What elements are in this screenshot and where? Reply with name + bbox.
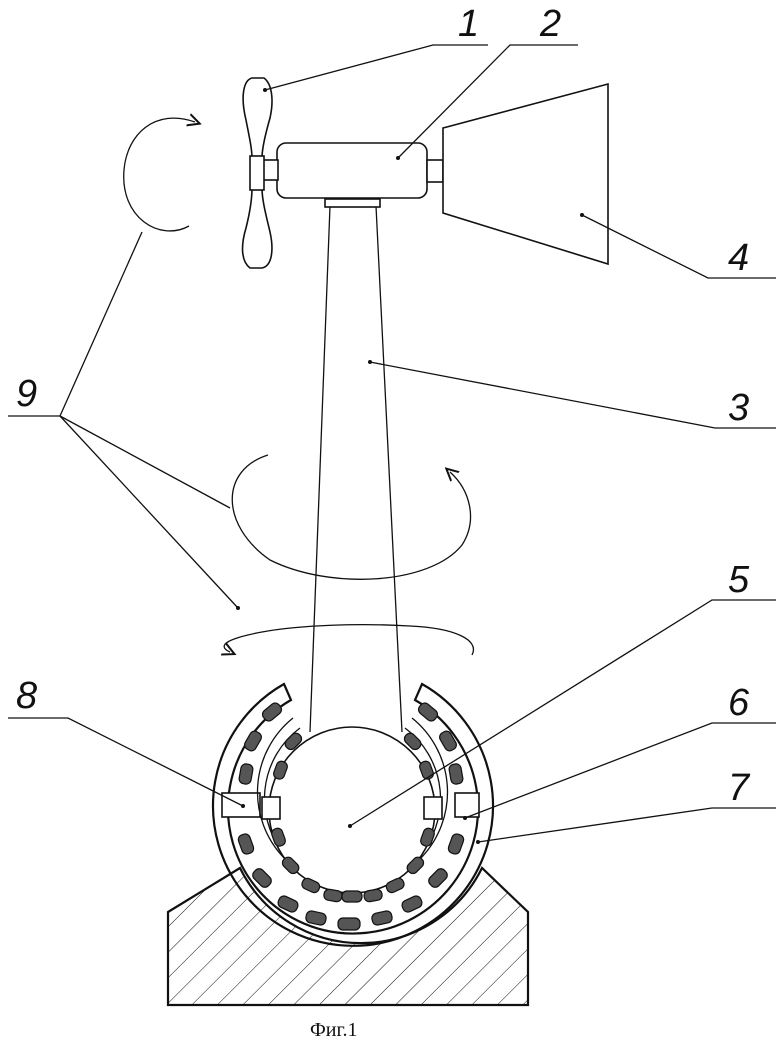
label-5: 5: [728, 559, 750, 601]
label-1: 1: [458, 3, 479, 45]
label-2: 2: [539, 3, 561, 45]
rotation-arrows: [123, 118, 475, 655]
tail-vane: [442, 82, 609, 266]
tower-mast: [309, 198, 403, 733]
label-9: 9: [16, 373, 37, 415]
label-6: 6: [728, 682, 750, 724]
sphere-magnets: [271, 732, 435, 903]
label-3: 3: [728, 387, 749, 429]
rotor-blades: [241, 77, 273, 269]
figure-caption: Фиг.1: [310, 1019, 357, 1041]
label-4: 4: [728, 237, 749, 279]
label-7: 7: [728, 767, 751, 809]
nacelle: [261, 142, 444, 199]
label-8: 8: [16, 675, 37, 717]
outer-ring-magnets: [237, 702, 465, 931]
leader-lines: [8, 44, 776, 844]
